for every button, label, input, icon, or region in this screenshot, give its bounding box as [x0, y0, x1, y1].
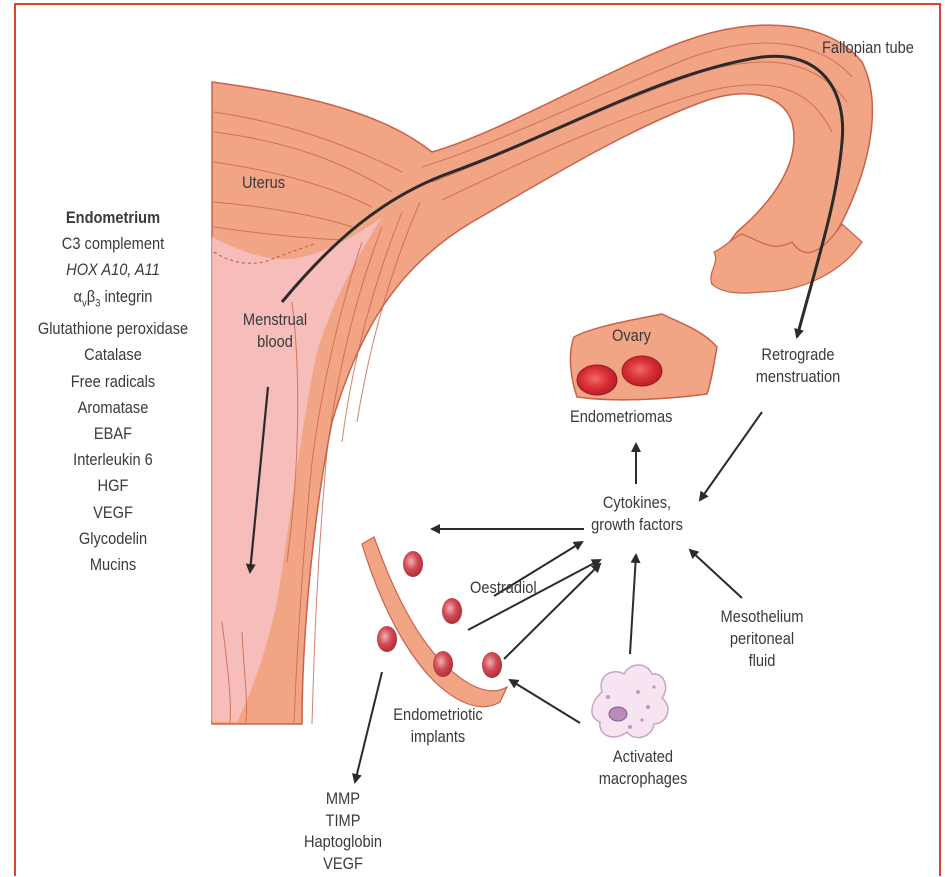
implant-products-list: MMP TIMP Haptoglobin VEGF	[268, 788, 418, 874]
list-item: Glutathione peroxidase	[18, 316, 209, 342]
list-item: Free radicals	[18, 369, 209, 395]
label-retrograde-menstruation: Retrograde menstruation	[746, 344, 849, 388]
list-item: HGF	[18, 473, 209, 499]
macrophage-cell	[592, 665, 668, 738]
list-item: HOX A10, A11	[18, 257, 209, 283]
endometrioma-cyst	[577, 365, 617, 395]
list-item: VEGF	[18, 500, 209, 526]
list-item: Glycodelin	[18, 526, 209, 552]
list-item-integrin: αvβ3 integrin	[18, 284, 209, 317]
implant	[377, 626, 397, 652]
label-activated-macrophages: Activated macrophages	[591, 746, 694, 790]
label-endometriomas: Endometriomas	[570, 406, 672, 428]
list-item: C3 complement	[18, 231, 209, 257]
list-item: Mucins	[18, 552, 209, 578]
label-ovary: Ovary	[612, 325, 651, 347]
endometrioma-cyst	[622, 356, 662, 386]
list-item: VEGF	[279, 853, 408, 875]
label-mesothelium: Mesothelium peritoneal fluid	[710, 606, 813, 672]
label-oestradiol: Oestradiol	[470, 577, 537, 599]
list-item: TIMP	[279, 810, 408, 832]
list-item: Interleukin 6	[18, 447, 209, 473]
label-uterus: Uterus	[242, 172, 285, 194]
list-item: Haptoglobin	[279, 831, 408, 853]
label-menstrual-blood: Menstrual blood	[236, 309, 313, 353]
implant	[442, 598, 462, 624]
implant	[482, 652, 502, 678]
list-item: MMP	[279, 788, 408, 810]
label-fallopian-tube: Fallopian tube	[822, 37, 914, 59]
label-endometriotic-implants: Endometriotic implants	[386, 704, 489, 748]
endometrium-heading: Endometrium	[18, 205, 209, 231]
list-item: Catalase	[18, 342, 209, 368]
implant	[403, 551, 423, 577]
label-cytokines: Cytokines, growth factors	[585, 492, 688, 536]
endometrium-list: Endometrium C3 complement HOX A10, A11 α…	[2, 205, 224, 578]
list-item: EBAF	[18, 421, 209, 447]
implant	[433, 651, 453, 677]
list-item: Aromatase	[18, 395, 209, 421]
